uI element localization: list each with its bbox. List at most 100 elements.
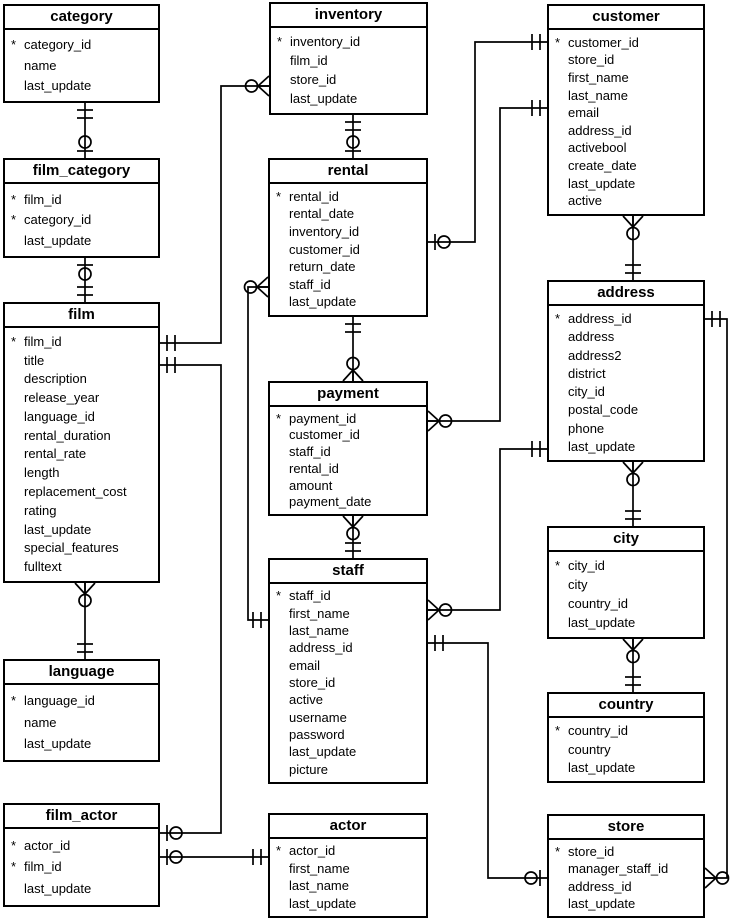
- crows-foot-leg: [632, 215, 644, 228]
- field-row: *category_id: [11, 38, 154, 51]
- crows-foot-leg: [257, 75, 270, 87]
- field-label: city_id: [568, 558, 605, 573]
- zero-circle: [244, 79, 259, 93]
- field-row: *city_id: [555, 559, 699, 572]
- field-row: rental_id: [276, 462, 422, 475]
- field-label: language_id: [24, 693, 95, 709]
- field-row: last_update: [276, 897, 422, 910]
- crows-foot-leg: [427, 609, 440, 621]
- field-row: last_update: [11, 882, 154, 895]
- field-row: * address_id: [555, 312, 699, 325]
- table-title: actor: [270, 815, 426, 839]
- field-label: inventory_id: [290, 34, 361, 49]
- field-row: username: [276, 711, 422, 724]
- table-title: rental: [270, 160, 426, 184]
- crows-foot-leg: [704, 867, 717, 879]
- table-title: country: [549, 694, 703, 718]
- zero-circle: [78, 267, 92, 281]
- field-row: picture: [276, 763, 422, 776]
- field-label: first_name: [568, 69, 629, 85]
- field-row: last_update: [11, 523, 154, 536]
- field-label: last_update: [24, 880, 92, 896]
- field-label: active: [289, 692, 323, 708]
- field-row: last_update: [555, 897, 699, 910]
- field-label: address_id: [289, 640, 353, 656]
- field-row: customer_id: [276, 243, 422, 256]
- crows-foot-leg: [84, 582, 96, 595]
- connector-rental-customer: [428, 41, 547, 243]
- primary-key-marker: *: [277, 34, 283, 49]
- field-row: last_update: [276, 295, 422, 308]
- primary-key-marker: *: [555, 723, 561, 739]
- connector-film-inventory: [160, 85, 269, 344]
- primary-key-marker: *: [11, 212, 17, 227]
- field-row: length: [11, 466, 154, 479]
- field-row: phone: [555, 422, 699, 435]
- zero-circle: [243, 280, 258, 294]
- zero-circle: [438, 414, 453, 428]
- field-row: * category_id: [11, 213, 154, 226]
- field-row: rating: [11, 504, 154, 517]
- field-label: username: [289, 709, 347, 725]
- field-label: postal_code: [568, 402, 639, 418]
- field-row: address_id: [555, 880, 699, 893]
- field-label: last_update: [289, 744, 357, 760]
- field-label: inventory_id: [289, 223, 360, 239]
- field-row: rental_rate: [11, 447, 154, 460]
- primary-key-marker: *: [11, 333, 17, 349]
- field-label: active: [568, 193, 602, 209]
- connector-film-film_actor: [160, 364, 222, 834]
- field-row: payment_date: [276, 495, 422, 508]
- field-label: last_update: [568, 759, 636, 775]
- field-row: last_update: [276, 745, 422, 758]
- crows-foot-leg: [352, 515, 364, 528]
- field-label: first_name: [289, 860, 350, 876]
- field-label: rental_id: [289, 460, 339, 476]
- field-label: staff_id: [289, 276, 331, 292]
- field-row: rental_date: [276, 207, 422, 220]
- field-label: phone: [568, 420, 605, 436]
- field-label: last_update: [24, 77, 92, 93]
- zero-circle: [524, 871, 538, 885]
- table-title: customer: [549, 6, 703, 30]
- field-label: last_update: [568, 895, 636, 911]
- primary-key-marker: *: [555, 311, 561, 327]
- field-label: category_id: [24, 212, 92, 227]
- field-label: name: [24, 714, 57, 730]
- field-row: manager_staff_id: [555, 862, 699, 875]
- field-label: payment_id: [289, 410, 357, 426]
- field-label: address_id: [568, 311, 632, 327]
- crows-foot-leg: [352, 369, 364, 382]
- primary-key-marker: *: [555, 844, 561, 860]
- table-title: payment: [270, 383, 426, 407]
- primary-key-marker: *: [11, 191, 17, 207]
- field-row: first_name: [276, 607, 422, 620]
- field-label: description: [24, 371, 87, 387]
- field-row: postal_code: [555, 403, 699, 416]
- crows-foot-leg: [632, 638, 644, 651]
- field-row: *language_id: [11, 694, 154, 707]
- field-row: * inventory_id: [277, 35, 422, 48]
- field-label: activebool: [568, 140, 627, 156]
- primary-key-marker: *: [276, 410, 282, 426]
- primary-key-marker: *: [555, 34, 561, 50]
- field-label: last_update: [24, 735, 92, 751]
- field-label: title: [24, 352, 45, 368]
- field-label: language_id: [24, 408, 95, 424]
- field-row: last_update: [11, 234, 154, 247]
- field-row: last_name: [276, 879, 422, 892]
- connector-staff-store: [428, 642, 547, 879]
- field-label: district: [568, 365, 606, 381]
- field-row: store_id: [276, 676, 422, 689]
- primary-key-marker: *: [276, 588, 282, 604]
